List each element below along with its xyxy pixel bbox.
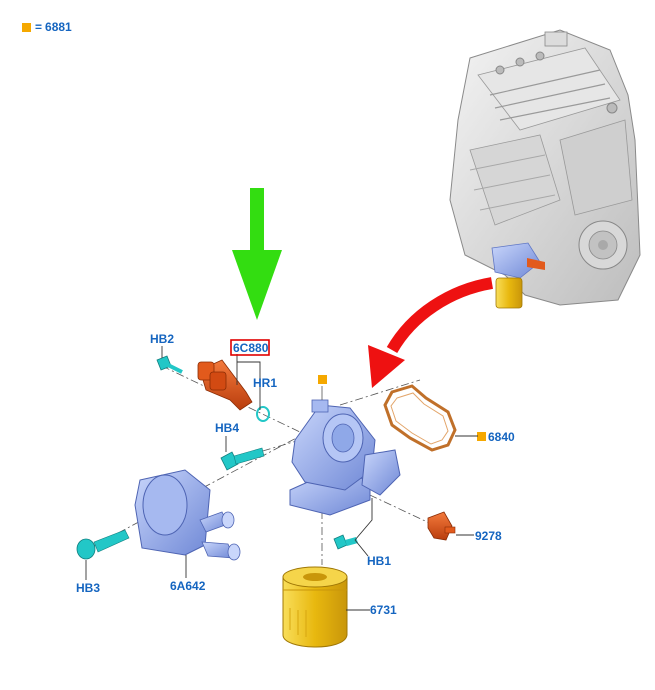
legend-code: 6881: [45, 20, 72, 34]
callout-hb1[interactable]: HB1: [367, 554, 391, 568]
bolt-hb3-icon: [76, 529, 130, 560]
o-ring-hr1-icon: [256, 406, 270, 422]
orange-square-icon: [22, 22, 31, 32]
oil-filter-housing-part: [289, 386, 401, 516]
gasket-marker-icon: [477, 432, 486, 441]
legend: = 6881: [22, 20, 72, 34]
oil-cooler-6a642-part: [134, 469, 241, 561]
sensor-6c880-part: [197, 359, 253, 411]
callout-6a642[interactable]: 6A642: [170, 579, 206, 593]
callout-hb4[interactable]: HB4: [215, 421, 239, 435]
callout-9278[interactable]: 9278: [475, 529, 502, 543]
green-down-arrow-icon: [232, 188, 282, 320]
gasket-6840-part: [383, 384, 457, 452]
oil-filter-6731-part: [282, 566, 348, 648]
callout-6731[interactable]: 6731: [370, 603, 397, 617]
legend-equals: =: [35, 20, 43, 34]
bolt-hb1-icon: [333, 534, 358, 550]
sensor-9278-part: [427, 511, 456, 541]
callout-6840[interactable]: 6840: [488, 430, 515, 444]
engine-illustration: [449, 29, 641, 309]
callout-hr1[interactable]: HR1: [253, 376, 277, 390]
bolt-hb4-icon: [220, 447, 265, 471]
orange-square-marker-icon: [318, 375, 327, 384]
callout-hb2[interactable]: HB2: [150, 332, 174, 346]
red-curved-arrow-icon: [368, 277, 494, 388]
callout-6c880[interactable]: 6C880: [233, 341, 269, 355]
highlight-box-6c880: [230, 339, 270, 356]
callout-hb3[interactable]: HB3: [76, 581, 100, 595]
leader-lines: [85, 346, 478, 611]
bolt-hb2-icon: [156, 355, 183, 374]
